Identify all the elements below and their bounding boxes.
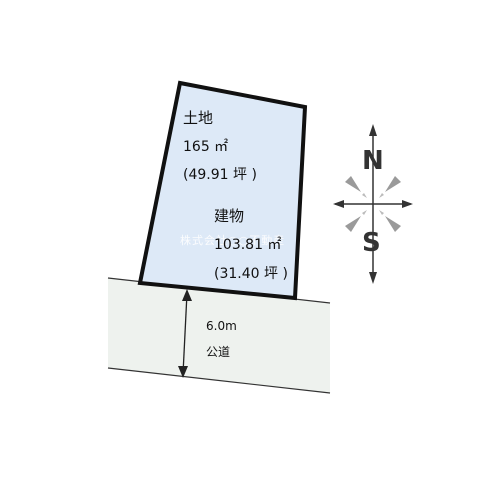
- compass-icon: [333, 124, 413, 284]
- watermark-text: 株式会社○○不動産: [180, 234, 286, 247]
- compass-west-arrow-icon: [333, 200, 344, 208]
- road-area: [108, 278, 330, 393]
- compass-east-arrow-icon: [402, 200, 413, 208]
- road-width-label: 6.0m: [206, 319, 237, 333]
- arrow-up-icon: [182, 289, 192, 301]
- land-title: 土地: [183, 109, 214, 127]
- compass-north-arrow-icon: [369, 124, 377, 136]
- compass-diagonal-marks: [345, 176, 401, 232]
- building-area: 103.81 ㎡: [214, 237, 282, 253]
- road-type-label: 公道: [206, 345, 231, 359]
- road-width-dimension: [178, 289, 192, 378]
- building-tsubo: (31.40 坪 ): [214, 266, 288, 282]
- building-title: 建物: [214, 207, 245, 225]
- arrow-down-icon: [178, 366, 188, 378]
- compass-north-label: N: [362, 146, 384, 176]
- lot-boundary: [137, 80, 308, 301]
- compass-south-arrow-icon: [369, 272, 377, 284]
- land-area: 165 ㎡: [183, 139, 229, 155]
- compass-south-label: S: [362, 228, 381, 258]
- land-tsubo: (49.91 坪 ): [183, 167, 257, 183]
- road-edge-bottom: [107, 367, 331, 394]
